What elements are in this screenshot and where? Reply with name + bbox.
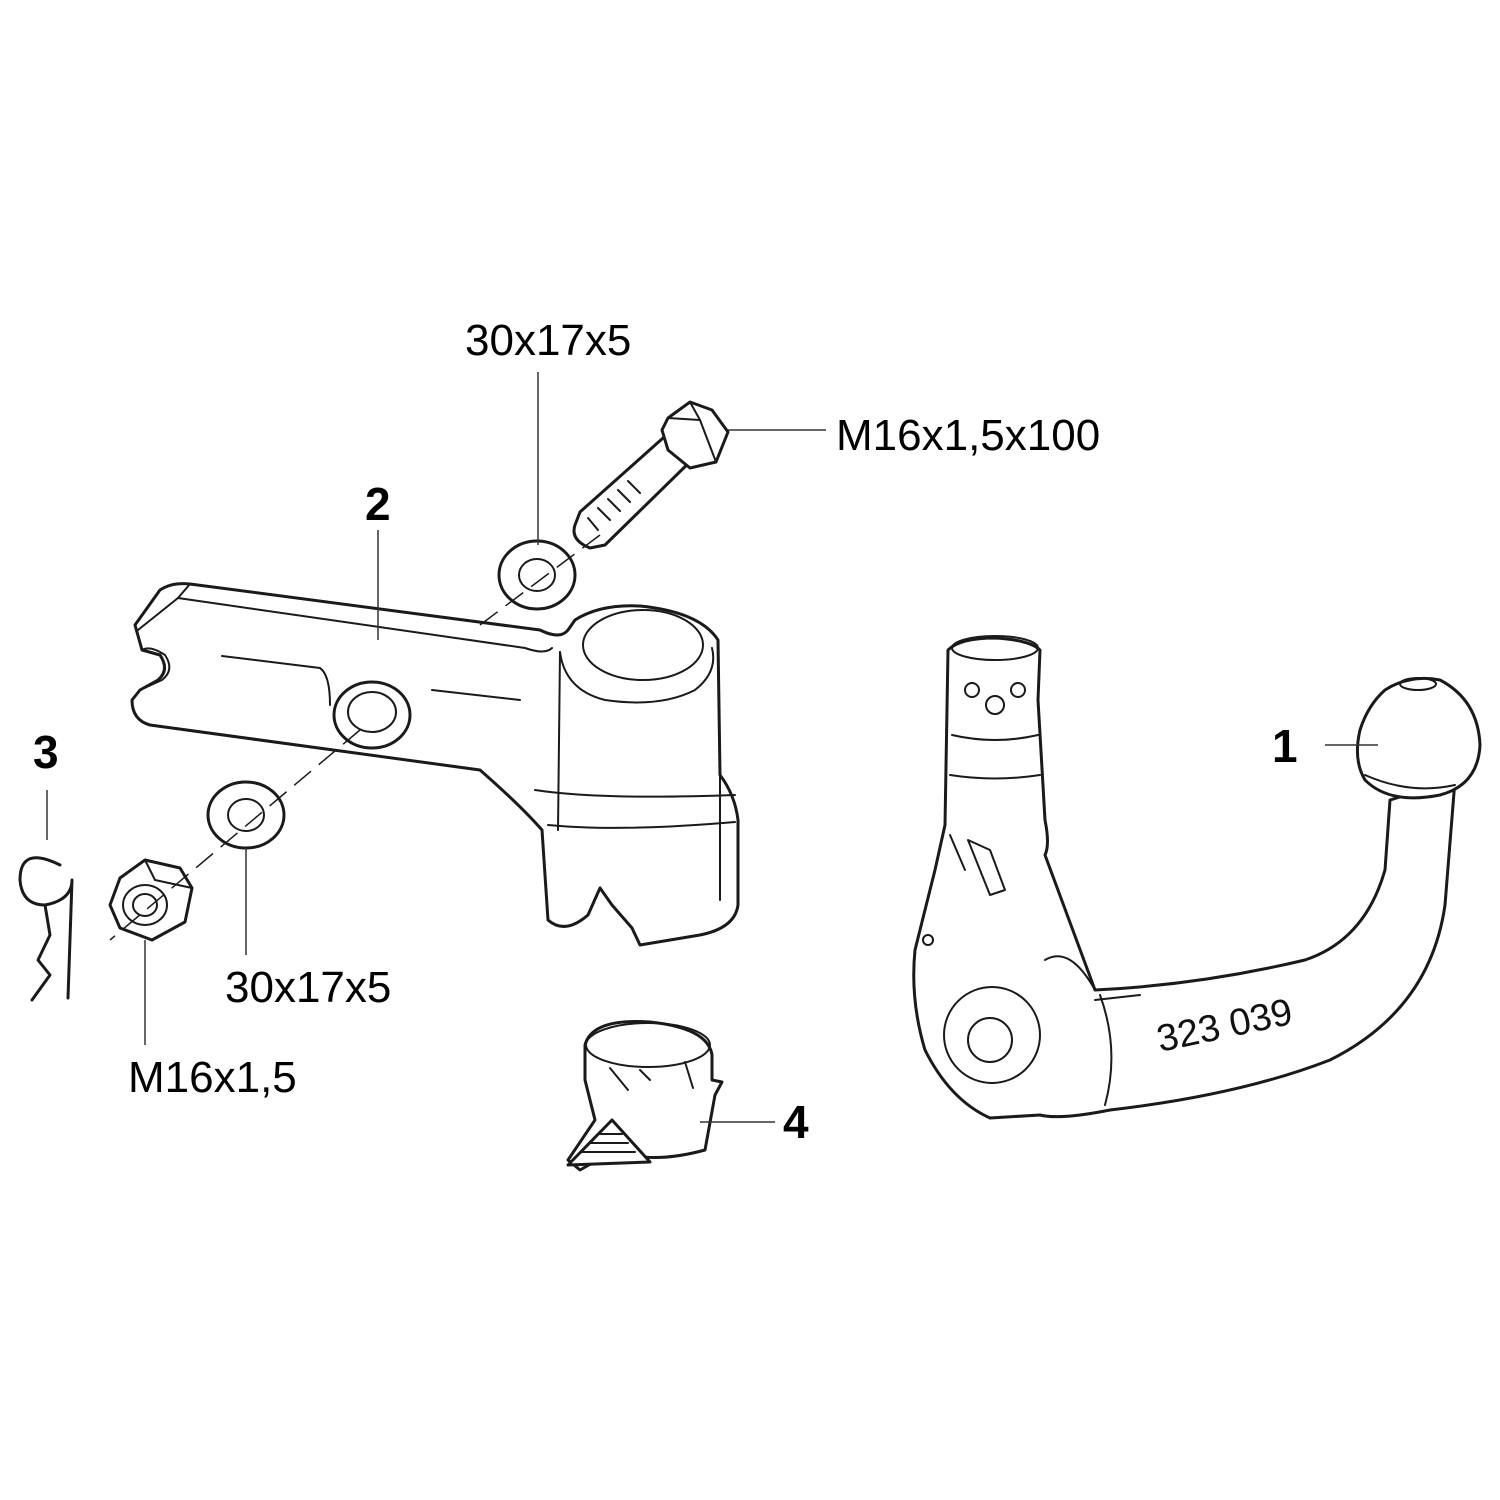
- callout-part-2: 2: [365, 478, 391, 530]
- washer-lower: [206, 780, 286, 850]
- label-bolt-spec: M16x1,5x100: [836, 411, 1100, 460]
- label-nut-spec: M16x1,5: [128, 1053, 297, 1102]
- washer-upper: [497, 539, 577, 611]
- callout-part-4: 4: [783, 1096, 809, 1148]
- callout-part-1: 1: [1272, 720, 1298, 772]
- spring-clip-part-3: [18, 856, 74, 1002]
- bracket-part-2: [130, 582, 740, 947]
- bolt-m16x1-5x100: [572, 400, 730, 550]
- sleeve-part-4: [566, 1019, 724, 1172]
- label-washer-lower-spec: 30x17x5: [225, 963, 391, 1012]
- label-washer-upper-spec: 30x17x5: [465, 316, 631, 365]
- nut-m16x1-5: [108, 858, 194, 942]
- callout-part-3: 3: [33, 726, 59, 778]
- tow-ball-part-1: [912, 635, 1482, 1120]
